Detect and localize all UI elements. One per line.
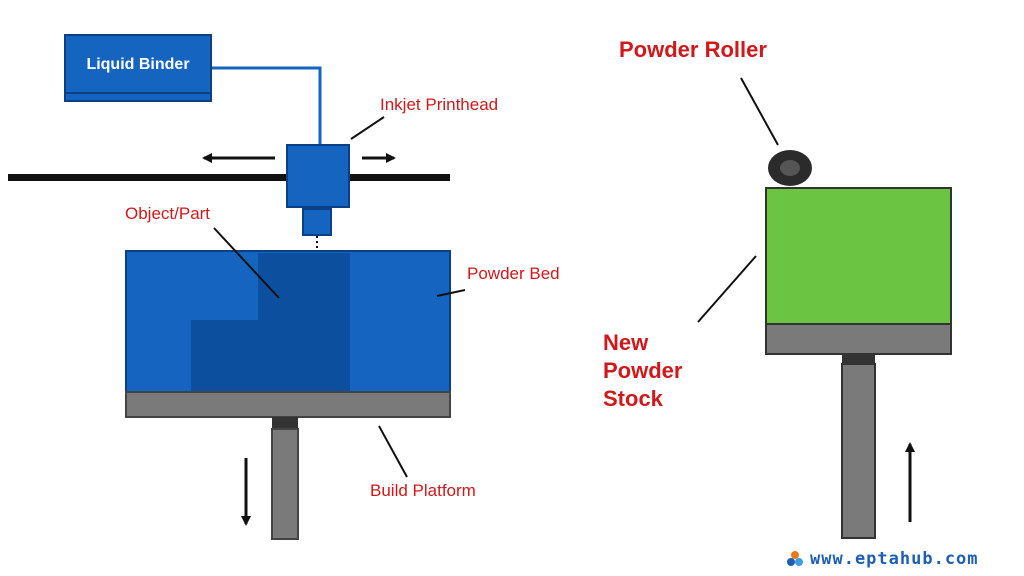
liquid-binder-label: Liquid Binder bbox=[86, 56, 190, 73]
inkjet-printhead bbox=[286, 144, 350, 208]
inkjet-printhead-label: Inkjet Printhead bbox=[380, 95, 499, 114]
powder-bed-label: Powder Bed bbox=[467, 264, 560, 283]
printhead-nozzle bbox=[302, 208, 332, 236]
roller-highlight bbox=[780, 160, 800, 176]
binder-tank-stripe bbox=[66, 92, 210, 94]
liquid-binder-tank: Liquid Binder bbox=[64, 34, 212, 102]
leader-powder-stock bbox=[697, 255, 757, 323]
build-piston bbox=[271, 428, 299, 540]
binder-feed-line bbox=[212, 66, 322, 146]
leader-object bbox=[213, 227, 280, 299]
supply-piston bbox=[841, 363, 876, 539]
build-platform bbox=[125, 391, 451, 418]
object-part bbox=[191, 253, 350, 391]
new-powder-stock-line-2: Powder bbox=[603, 358, 683, 383]
new-powder-stock-line-3: Stock bbox=[603, 386, 663, 411]
build-platform-label: Build Platform bbox=[370, 481, 476, 500]
leader-roller bbox=[740, 77, 779, 146]
leader-build-platform bbox=[378, 425, 408, 478]
powder-roller-label: Powder Roller bbox=[619, 37, 767, 62]
object-part-label: Object/Part bbox=[125, 204, 211, 223]
leader-powder-bed bbox=[436, 289, 466, 297]
gantry-rail bbox=[8, 174, 450, 181]
leader-printhead bbox=[350, 116, 385, 140]
watermark[interactable]: www.eptahub.com bbox=[786, 548, 979, 570]
new-powder-stock-label: New Powder Stock bbox=[603, 329, 682, 413]
new-powder-stock bbox=[765, 187, 952, 325]
build-piston-cap bbox=[272, 417, 298, 429]
supply-piston-cap bbox=[842, 354, 875, 364]
new-powder-stock-line-1: New bbox=[603, 330, 649, 355]
supply-platform bbox=[765, 323, 952, 355]
watermark-text: www.eptahub.com bbox=[810, 549, 979, 569]
eptahub-logo-icon bbox=[787, 551, 803, 566]
